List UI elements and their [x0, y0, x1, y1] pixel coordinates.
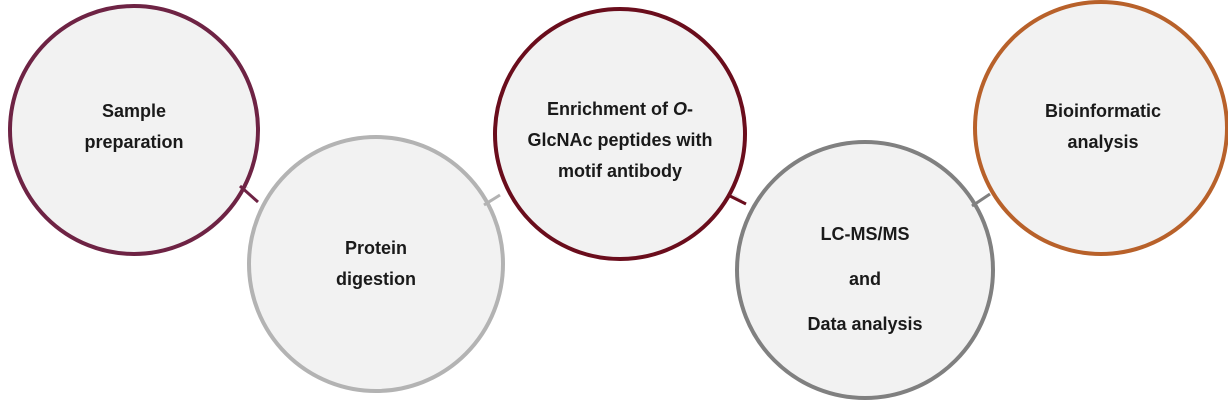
- step-label-enrichment: Enrichment of O- GlcNAc peptides with mo…: [510, 94, 730, 187]
- step-label-bioinformatic-analysis: Bioinformatic analysis: [1044, 101, 1161, 152]
- step-label-lc-ms-ms: LC-MS/MS and Data analysis: [807, 224, 923, 334]
- enrichment-line-1: Enrichment of O-: [546, 99, 694, 119]
- connector-tip-lcms: [971, 192, 991, 208]
- step-label-protein-digestion: Protein digestion: [336, 238, 416, 289]
- connector-tip-enrichment: [729, 194, 747, 206]
- connector-tip-sample: [239, 184, 259, 204]
- italic-o-prefix: O: [673, 99, 688, 119]
- step-circle-protein-digestion: [247, 135, 505, 393]
- step-circle-lc-ms-ms: [735, 140, 995, 400]
- step-circle-bioinformatic-analysis: [973, 0, 1228, 256]
- step-circle-enrichment: [493, 7, 747, 261]
- step-label-sample-preparation: Sample preparation: [84, 101, 184, 152]
- step-circle-sample-preparation: [8, 4, 260, 256]
- connector-tip-digestion: [483, 193, 501, 207]
